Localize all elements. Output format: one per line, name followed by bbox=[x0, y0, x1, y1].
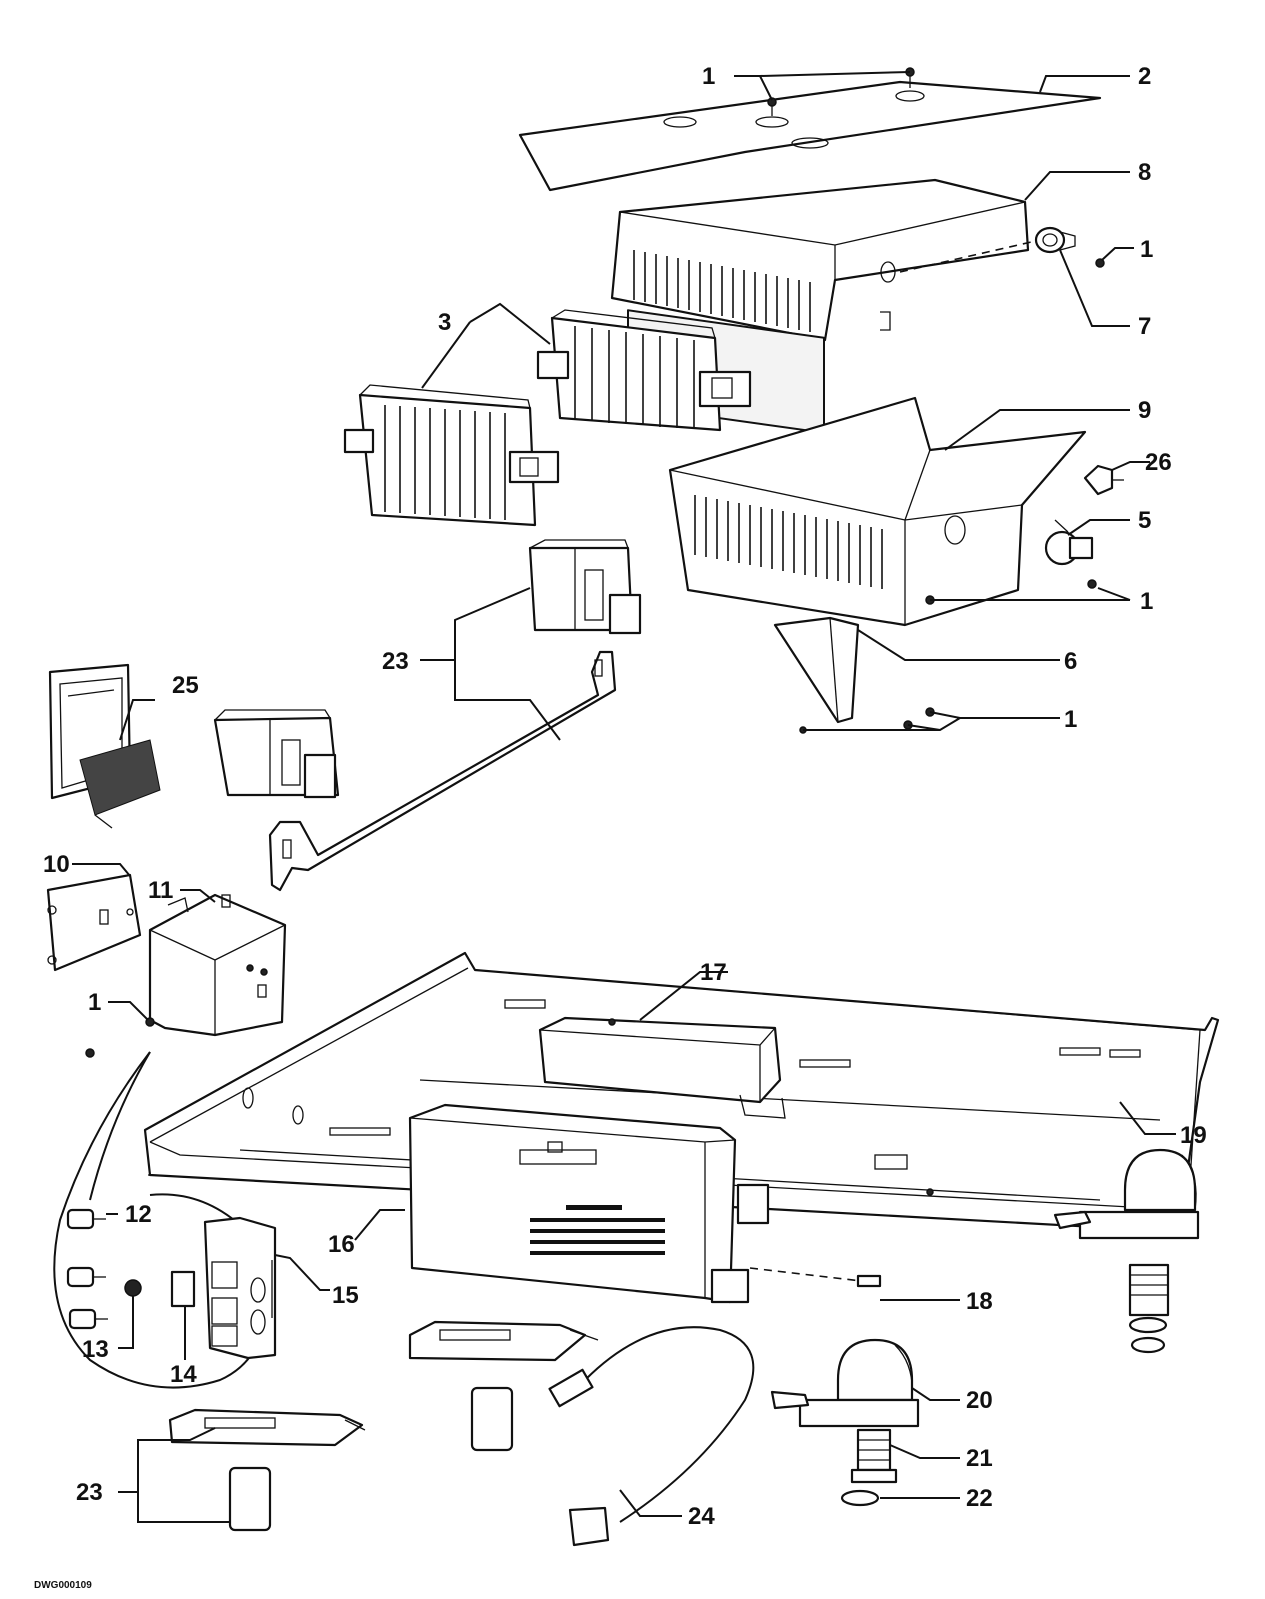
thermostat-5-part bbox=[1044, 519, 1097, 589]
terminal-block-15-part bbox=[203, 1216, 277, 1360]
screw-13-part bbox=[124, 1279, 142, 1297]
callout-22: 22 bbox=[966, 1485, 993, 1512]
cover-plate-10-part bbox=[46, 873, 142, 972]
callout-5: 5 bbox=[1138, 507, 1151, 534]
callout-9: 9 bbox=[1138, 397, 1151, 424]
leader-lines bbox=[72, 71, 1176, 1523]
callout-2: 2 bbox=[1138, 63, 1151, 90]
leveling-bolt-21-part bbox=[850, 1428, 898, 1484]
bracket-6-part bbox=[773, 616, 935, 734]
callout-23-lower: 23 bbox=[76, 1479, 103, 1506]
callout-1-top: 1 bbox=[702, 63, 715, 90]
heat-tube-part bbox=[268, 650, 617, 892]
callout-23-upper: 23 bbox=[382, 648, 409, 675]
limit-switch-26-part bbox=[1083, 464, 1124, 496]
control-block-part bbox=[213, 709, 340, 799]
top-cover-part bbox=[518, 67, 1102, 192]
screw-18-part bbox=[856, 1274, 882, 1288]
control-box-17-part bbox=[538, 1016, 786, 1119]
transformer-warning-label bbox=[530, 1205, 665, 1255]
wiring-harness-25-part bbox=[48, 663, 161, 829]
callout-25: 25 bbox=[172, 672, 199, 699]
callout-14: 14 bbox=[170, 1361, 197, 1388]
heater-23-base-middle-part bbox=[408, 1320, 599, 1452]
upper-thermostat-alignment bbox=[899, 239, 1041, 273]
callout-1-box: 1 bbox=[88, 989, 101, 1016]
callout-labels: 1 2 8 1 7 3 9 26 5 1 6 1 23 25 10 11 1 1… bbox=[43, 63, 1207, 1530]
callout-1-lower-housing: 1 bbox=[1140, 588, 1153, 615]
callout-11: 11 bbox=[148, 877, 173, 904]
callout-19: 19 bbox=[1180, 1122, 1207, 1149]
screw-12-set bbox=[66, 1208, 108, 1330]
callout-12: 12 bbox=[125, 1201, 152, 1228]
callout-16: 16 bbox=[328, 1231, 355, 1258]
heater-23-base-lower-part bbox=[168, 1408, 366, 1532]
callout-6: 6 bbox=[1064, 648, 1077, 675]
callout-1-thermostat: 1 bbox=[1140, 236, 1153, 263]
callout-3: 3 bbox=[438, 309, 451, 336]
lower-housing-part bbox=[668, 396, 1087, 627]
callout-21: 21 bbox=[966, 1445, 993, 1472]
upper-thermostat-part bbox=[1034, 226, 1105, 268]
terminal-clip-14-part bbox=[170, 1270, 196, 1308]
heater-element-right bbox=[536, 309, 752, 432]
leveling-foot-20-part bbox=[770, 1338, 920, 1428]
callout-24: 24 bbox=[688, 1503, 715, 1530]
power-cable-24-part bbox=[548, 1326, 755, 1547]
callout-13: 13 bbox=[82, 1336, 109, 1363]
foot-washer-22-part bbox=[840, 1489, 880, 1507]
callout-17: 17 bbox=[700, 959, 727, 986]
transformer-16-part bbox=[408, 1103, 770, 1304]
leveling-foot-right-part bbox=[1053, 1148, 1200, 1354]
callout-26: 26 bbox=[1145, 449, 1172, 476]
terminal-detail-circle bbox=[53, 1051, 277, 1389]
heater-element-left bbox=[343, 384, 560, 527]
callout-7: 7 bbox=[1138, 313, 1151, 340]
heater-23-upper-part bbox=[528, 539, 642, 635]
callout-8: 8 bbox=[1138, 159, 1151, 186]
callout-10: 10 bbox=[43, 851, 70, 878]
drawing-number: DWG000109 bbox=[34, 1580, 92, 1591]
callout-18: 18 bbox=[966, 1288, 993, 1315]
callout-1-bracket: 1 bbox=[1064, 706, 1077, 733]
callout-15: 15 bbox=[332, 1282, 359, 1309]
callout-20: 20 bbox=[966, 1387, 993, 1414]
screw-18-alignment bbox=[749, 1267, 871, 1283]
